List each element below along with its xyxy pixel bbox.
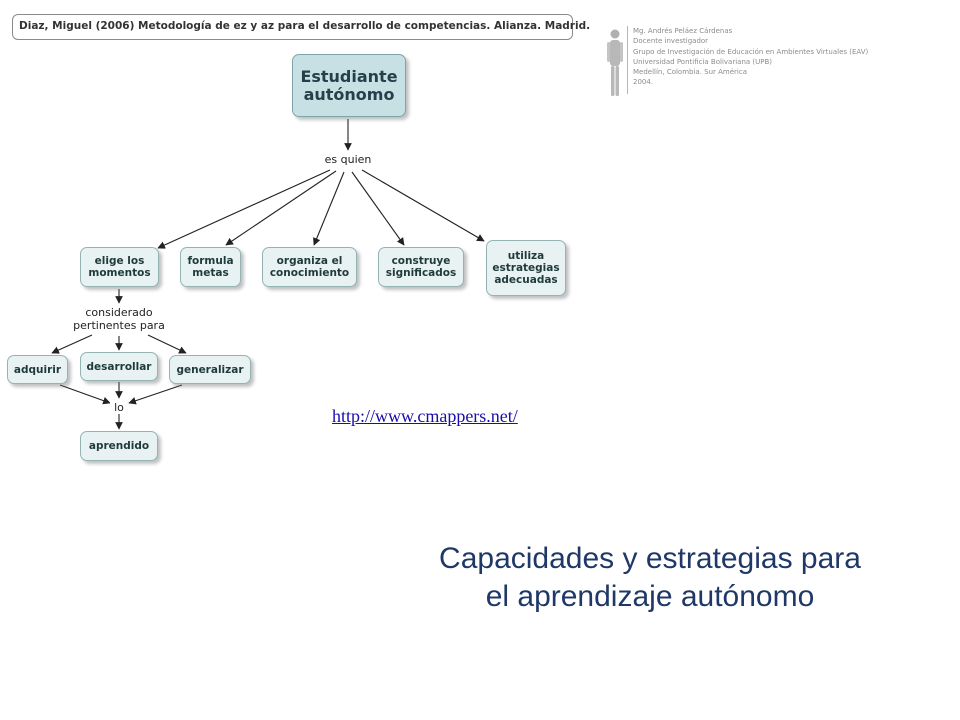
edge-to-generalizar: [147, 334, 187, 354]
node-generalizar: generalizar: [169, 355, 251, 384]
node-construye-significados: construye significados: [378, 247, 464, 287]
author-block: Mg. Andrés Peláez Cárdenas Docente inves…: [605, 26, 905, 98]
link-es-quien: es quien: [318, 153, 378, 166]
slide-title: Capacidades y estrategias para el aprend…: [439, 542, 861, 613]
node-adquirir: adquirir: [7, 355, 68, 384]
node-elige-los-momentos: elige los momentos: [80, 247, 159, 287]
node-desarrollar: desarrollar: [80, 352, 158, 381]
edge-to-utiliza: [361, 169, 485, 242]
edge-generalizar-to-lo: [128, 384, 183, 405]
author-line: Universidad Pontificia Bolivariana (UPB): [633, 57, 773, 66]
edge-to-construye: [351, 171, 405, 246]
edge-to-elige: [157, 169, 331, 249]
link-considerado-pertinentes: considerado pertinentes para: [66, 306, 172, 332]
author-line: Grupo de Investigación de Educación en A…: [633, 47, 869, 56]
edge-adquirir-to-lo: [59, 384, 111, 405]
author-line: Medellín, Colombia. Sur América: [633, 68, 748, 77]
node-estudiante-autonomo: Estudiante autónomo: [292, 54, 406, 117]
node-formula-metas: formula metas: [180, 247, 241, 287]
node-utiliza-estrategias-adecuadas: utiliza estrategias adecuadas: [486, 240, 566, 296]
edge-to-adquirir: [51, 334, 93, 354]
logo-divider: [627, 26, 628, 94]
citation-box: Diaz, Miguel (2006) Metodología de ez y …: [12, 14, 590, 40]
author-line: Docente investigador: [633, 37, 709, 46]
link-lo: lo: [110, 401, 128, 414]
node-organiza-el-conocimiento: organiza el conocimiento: [262, 247, 357, 287]
author-line: Mg. Andrés Peláez Cárdenas: [633, 27, 733, 35]
author-line: 2004.: [633, 78, 654, 87]
cmappers-link[interactable]: http://www.cmappers.net/: [332, 406, 518, 426]
author-lines: Mg. Andrés Peláez Cárdenas Docente inves…: [633, 26, 868, 88]
edge-to-formula: [225, 170, 337, 246]
node-aprendido: aprendido: [80, 431, 158, 461]
edge-to-organiza: [313, 171, 345, 246]
person-logo-icon: [607, 29, 623, 96]
